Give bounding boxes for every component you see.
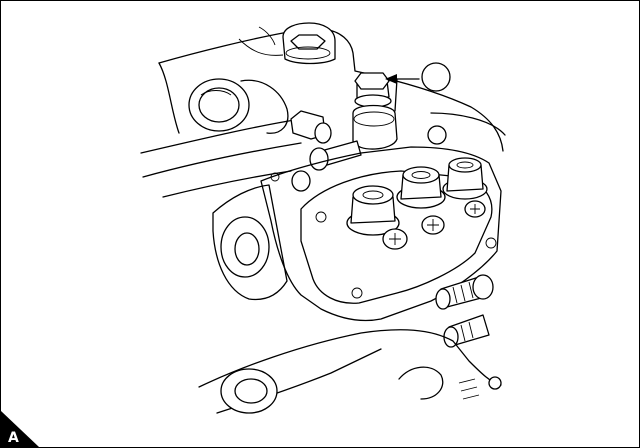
upper-port-shadow — [200, 90, 232, 96]
lower-stud-1-end — [435, 288, 451, 310]
leader-vertical — [394, 78, 398, 112]
pump-housing-outline — [260, 146, 502, 322]
left-small-bolt — [291, 170, 311, 192]
lower-lug — [398, 366, 444, 400]
valve-holder-1-bore — [362, 190, 384, 200]
valve-holder-3-top — [448, 157, 482, 173]
callout-circle-icon — [421, 62, 451, 92]
banjo-body-ring — [353, 111, 395, 127]
upper-body-mid-edge — [142, 142, 302, 178]
banjo-body — [352, 104, 398, 150]
banjo-bolt-head — [354, 72, 390, 90]
pump-housing-left-face — [212, 184, 288, 301]
housing-hole-left — [270, 172, 280, 182]
plate-hole-1 — [315, 211, 327, 223]
cross-screw-3-slot — [470, 204, 480, 214]
valve-holder-1-top — [352, 185, 394, 205]
right-small-bolt — [427, 125, 447, 145]
upper-lobe — [240, 79, 289, 134]
arrow-icon — [385, 74, 397, 84]
lower-base-outline — [198, 329, 502, 388]
cross-screw-1-slot — [389, 233, 401, 245]
valve-holder-3-bore — [456, 161, 474, 169]
lower-stud-2-thread — [460, 321, 474, 342]
lower-ribs — [458, 378, 480, 400]
lower-port-inner — [234, 378, 268, 404]
top-right-nub — [258, 26, 276, 46]
lower-stud-1-thread — [452, 281, 474, 304]
upper-body-bottom-edge — [162, 170, 292, 198]
plate-hole-3 — [485, 237, 497, 249]
corner-triangle — [1, 411, 39, 447]
top-bolt-washer — [285, 46, 331, 60]
plate-hole-2 — [351, 287, 363, 299]
cross-screw-2-slot — [427, 219, 439, 231]
upper-left-bend — [158, 62, 180, 134]
corner-label: A — [8, 430, 19, 446]
lower-stud-1-nut — [472, 274, 494, 300]
lower-small-pin — [488, 376, 502, 390]
left-port-inner — [234, 232, 260, 266]
upper-port-inner — [198, 87, 240, 123]
upper-body-lower-edge — [140, 118, 302, 154]
fuel-pipe-nut — [309, 147, 329, 171]
valve-holder-2-top — [402, 166, 440, 184]
top-ridge — [238, 38, 284, 56]
valve-holder-2-bore — [411, 171, 431, 179]
upper-body-outline — [158, 28, 504, 152]
side-fitting-nut — [314, 122, 332, 144]
right-upper-housing — [430, 112, 506, 136]
top-bolt-head — [290, 34, 326, 50]
